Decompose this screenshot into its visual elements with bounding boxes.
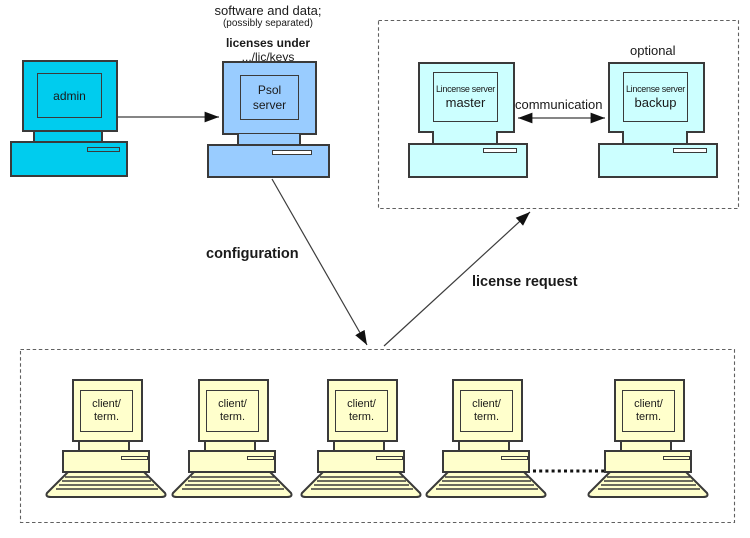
client-screen-line2: term. bbox=[635, 411, 662, 423]
client-screen: client/ term. bbox=[335, 390, 388, 432]
client-screen-line1: client/ bbox=[347, 397, 376, 410]
client-terminal-5: client/ term. bbox=[587, 379, 709, 501]
client-screen-line2: term. bbox=[348, 411, 375, 423]
client-drive-slot bbox=[501, 456, 528, 460]
client-keyboard-icon bbox=[587, 471, 709, 498]
client-screen-line2: term. bbox=[473, 411, 500, 423]
psol-drive-slot bbox=[272, 150, 312, 155]
client-keyboard-icon bbox=[300, 471, 422, 498]
client-drive-slot bbox=[376, 456, 403, 460]
client-screen: client/ term. bbox=[622, 390, 675, 432]
client-terminal-2: client/ term. bbox=[171, 379, 293, 501]
client-monitor-stand bbox=[333, 442, 385, 451]
client-screen: client/ term. bbox=[80, 390, 133, 432]
client-screen-line1: client/ bbox=[92, 397, 121, 410]
client-screen-line1: client/ bbox=[634, 397, 663, 410]
license-request-label: license request bbox=[472, 274, 578, 290]
software-note-line2: (possibly separated) bbox=[222, 18, 314, 29]
client-drive-slot bbox=[663, 456, 690, 460]
master-monitor-stand bbox=[432, 131, 498, 144]
arrow-psol-to-clients bbox=[271, 178, 368, 346]
backup-screen-line1: Lincense server bbox=[625, 84, 686, 94]
licenses-note-line2: .../lic/keys bbox=[241, 50, 295, 64]
communication-label: communication bbox=[515, 97, 603, 112]
client-screen: client/ term. bbox=[460, 390, 513, 432]
client-screen-line2: term. bbox=[219, 411, 246, 423]
client-keyboard-icon bbox=[45, 471, 167, 498]
admin-monitor-stand bbox=[33, 132, 103, 142]
backup-drive-slot bbox=[673, 148, 707, 153]
psol-screen: Psol server bbox=[240, 75, 299, 120]
admin-system-unit bbox=[10, 141, 128, 177]
software-note-line1: software and data; bbox=[214, 3, 322, 18]
client-monitor-stand bbox=[458, 442, 510, 451]
licenses-note-line1: licenses under bbox=[225, 36, 311, 50]
optional-label: optional bbox=[630, 43, 676, 58]
software-note: software and data; (possibly separated) … bbox=[178, 3, 358, 64]
psol-monitor-stand bbox=[237, 134, 301, 145]
backup-screen: Lincense server backup bbox=[623, 72, 688, 122]
admin-screen-label: admin bbox=[53, 88, 86, 103]
backup-screen-line2: backup bbox=[634, 95, 677, 110]
client-screen-line2: term. bbox=[93, 411, 120, 423]
configuration-label: configuration bbox=[206, 246, 299, 262]
psol-screen-line2: server bbox=[252, 97, 287, 112]
psol-screen-line1: Psol bbox=[257, 82, 282, 97]
master-screen-line2: master bbox=[445, 95, 486, 110]
admin-screen: admin bbox=[37, 73, 102, 118]
client-terminal-4: client/ term. bbox=[425, 379, 547, 501]
master-screen: Lincense server master bbox=[433, 72, 498, 122]
master-drive-slot bbox=[483, 148, 517, 153]
client-monitor-stand bbox=[78, 442, 130, 451]
client-terminal-3: client/ term. bbox=[300, 379, 422, 501]
client-keyboard-icon bbox=[171, 471, 293, 498]
master-screen-line1: Lincense server bbox=[435, 84, 496, 94]
client-drive-slot bbox=[121, 456, 148, 460]
client-terminal-1: client/ term. bbox=[45, 379, 167, 501]
client-screen-line1: client/ bbox=[472, 397, 501, 410]
psol-system-unit bbox=[207, 144, 330, 178]
client-monitor-stand bbox=[204, 442, 256, 451]
admin-drive-slot bbox=[87, 147, 120, 152]
client-monitor-stand bbox=[620, 442, 672, 451]
backup-monitor-stand bbox=[622, 131, 688, 144]
client-screen: client/ term. bbox=[206, 390, 259, 432]
client-keyboard-icon bbox=[425, 471, 547, 498]
client-screen-line1: client/ bbox=[218, 397, 247, 410]
client-drive-slot bbox=[247, 456, 274, 460]
